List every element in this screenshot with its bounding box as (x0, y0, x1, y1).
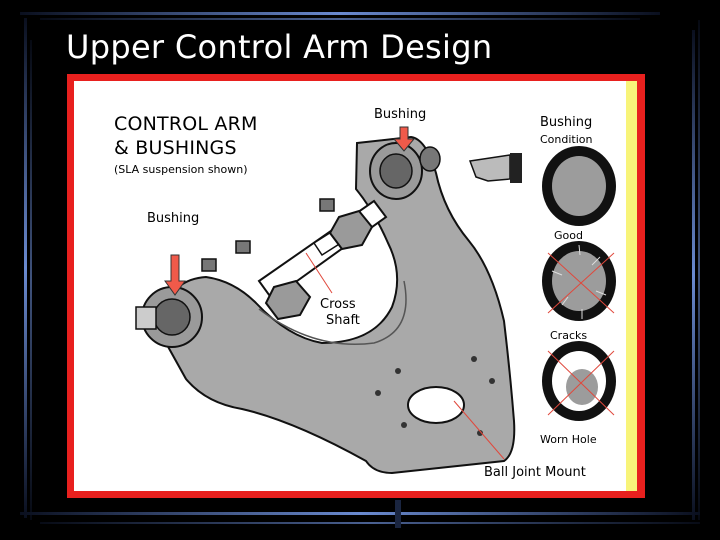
condition-state-worn-hole: Worn Hole (540, 433, 597, 446)
condition-state-cracks: Cracks (550, 329, 588, 342)
bushing-left-arrow (164, 254, 186, 296)
bushing-label-top: Bushing (374, 107, 427, 122)
condition-title-line2: Condition (540, 133, 593, 146)
figure-frame: CONTROL ARM & BUSHINGS (SLA suspension s… (67, 74, 645, 498)
figure-subheading: (SLA suspension shown) (114, 163, 248, 176)
yellow-strip (626, 81, 637, 491)
condition-icons (542, 146, 616, 421)
bushing-label-left: Bushing (147, 211, 200, 226)
cross-shaft-leader (305, 252, 333, 294)
figure-heading-line1: CONTROL ARM (114, 113, 258, 135)
ball-joint-mount (407, 386, 465, 424)
condition-state-good: Good (554, 229, 583, 242)
figure-panel: CONTROL ARM & BUSHINGS (SLA suspension s… (74, 81, 637, 491)
condition-title-line1: Bushing (540, 115, 593, 130)
cross-shaft-label-line2: Shaft (326, 313, 360, 328)
control-arm-drawing (135, 126, 524, 475)
figure-heading-line2: & BUSHINGS (114, 137, 237, 159)
ball-joint-leader (453, 400, 505, 460)
cross-shaft-label-line1: Cross (320, 297, 356, 312)
control-arm-inner-edge (258, 280, 407, 346)
pointing-hand-icon (468, 154, 511, 182)
shaft-nut-lower (264, 279, 312, 321)
bushing-top-arrow (392, 126, 416, 152)
shaft-nut-upper (328, 209, 374, 251)
slide-title: Upper Control Arm Design (66, 28, 493, 66)
ball-joint-label: Ball Joint Mount (484, 465, 586, 480)
